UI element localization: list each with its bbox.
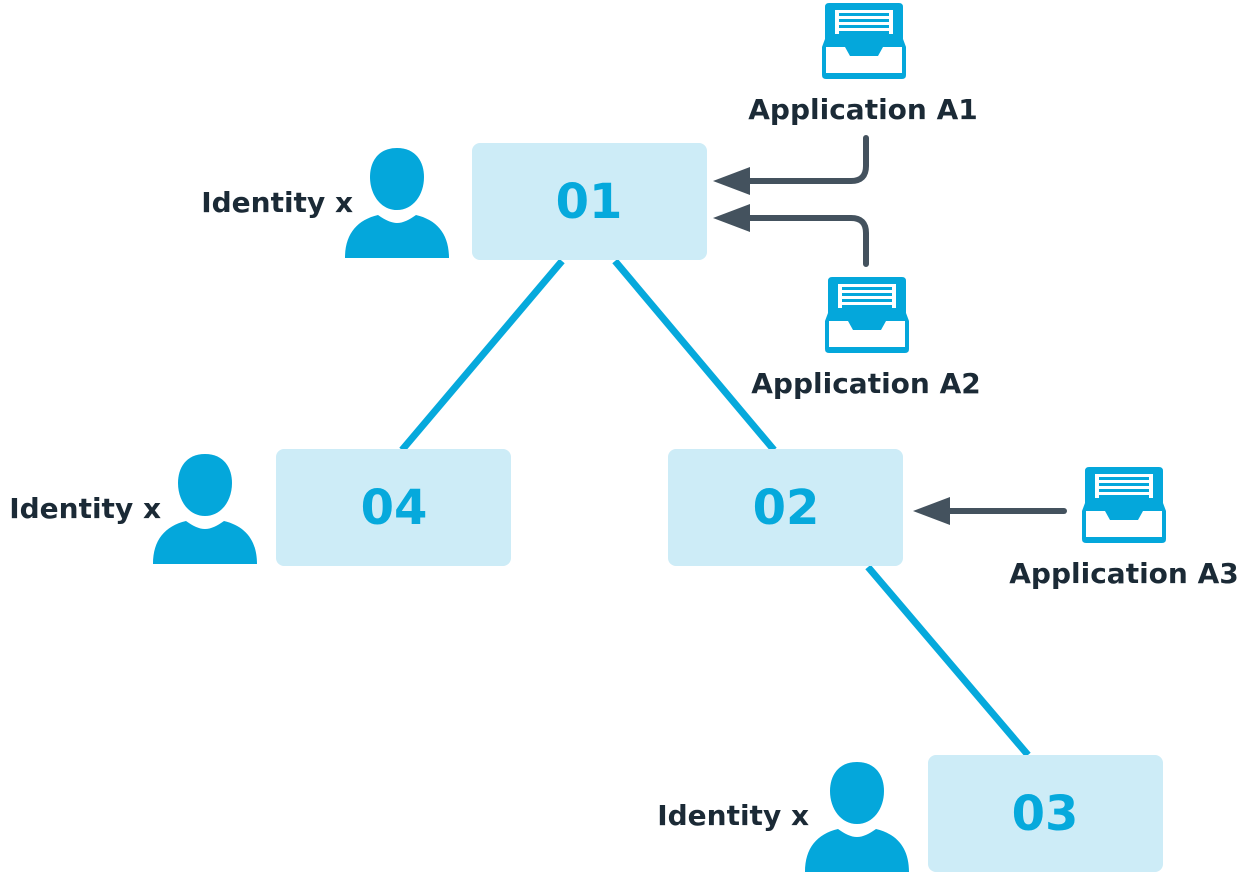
application-a3-label: Application A3 xyxy=(1009,557,1239,590)
node-01: 01 xyxy=(472,143,707,260)
node-04-label: 04 xyxy=(361,480,428,536)
person-icon xyxy=(345,148,449,258)
node-02: 02 xyxy=(668,449,903,566)
application-arrows xyxy=(713,135,1067,525)
arrow-a2-to-01 xyxy=(742,215,869,267)
application-a1: Application A1 xyxy=(748,3,978,126)
identity-03-label: Identity x xyxy=(657,799,809,832)
inbox-tray-icon xyxy=(825,277,909,353)
identity-01: Identity x xyxy=(201,148,449,258)
link-01-04 xyxy=(399,258,565,453)
person-icon xyxy=(153,454,257,564)
identity-01-label: Identity x xyxy=(201,186,353,219)
identity-04: Identity x xyxy=(9,454,257,564)
application-a2: Application A2 xyxy=(751,277,981,400)
hierarchy-links xyxy=(399,258,1031,758)
arrow-a1-to-01 xyxy=(742,135,869,184)
arrow-a3-head xyxy=(913,497,950,525)
link-02-03 xyxy=(865,564,1031,758)
node-03-box xyxy=(928,755,1163,872)
application-a3: Application A3 xyxy=(1009,467,1239,590)
inbox-tray-icon xyxy=(822,3,906,79)
link-01-02 xyxy=(612,258,777,453)
node-04: 04 xyxy=(276,449,511,566)
node-02-box xyxy=(668,449,903,566)
application-a2-label: Application A2 xyxy=(751,367,981,400)
person-icon xyxy=(805,762,909,872)
identity-03: Identity x xyxy=(657,762,909,872)
arrow-a2-head xyxy=(713,204,750,232)
node-03-label: 03 xyxy=(1012,786,1079,842)
node-01-box xyxy=(472,143,707,260)
node-01-label: 01 xyxy=(556,174,623,230)
node-02-label: 02 xyxy=(753,480,820,536)
inbox-tray-icon xyxy=(1082,467,1166,543)
node-03: 03 xyxy=(928,755,1163,872)
arrow-a1-head xyxy=(713,167,750,195)
application-a1-label: Application A1 xyxy=(748,93,978,126)
identity-04-label: Identity x xyxy=(9,492,161,525)
node-04-box xyxy=(276,449,511,566)
